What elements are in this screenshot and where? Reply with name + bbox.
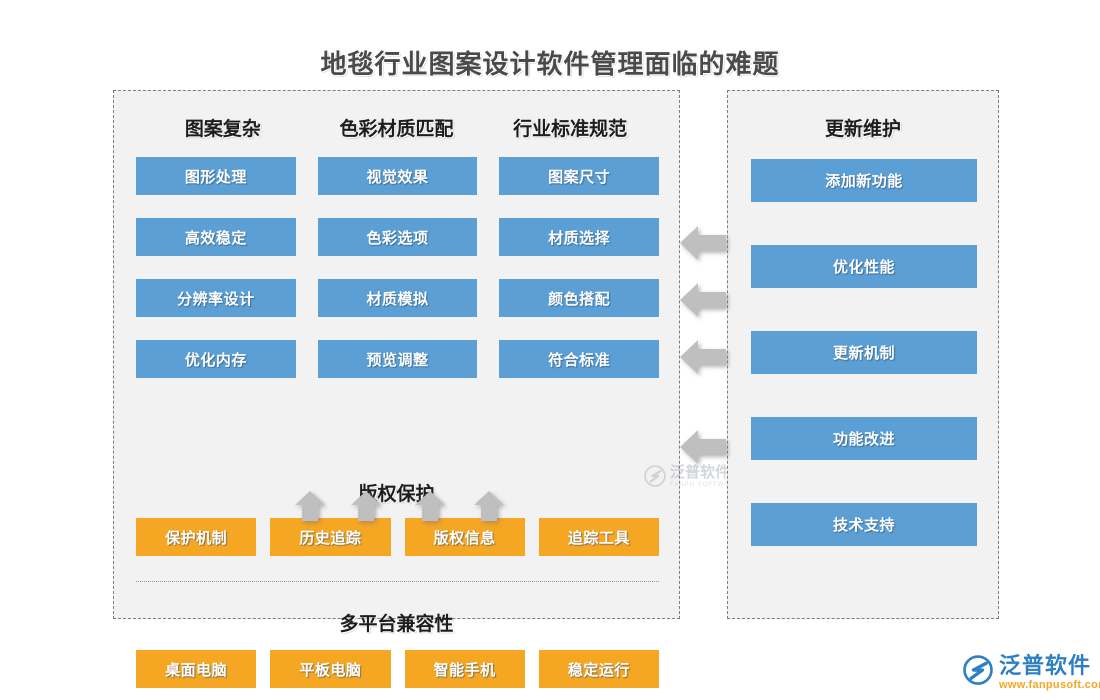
maintenance-item[interactable]: 技术支持: [751, 503, 977, 546]
grid-cell[interactable]: 色彩选项: [317, 218, 478, 256]
grid-row: 高效稳定 色彩选项 材质选择: [136, 218, 660, 256]
platform-item[interactable]: 智能手机: [404, 650, 525, 688]
maintenance-item[interactable]: 更新机制: [751, 331, 977, 374]
maintenance-item[interactable]: 功能改进: [751, 417, 977, 460]
arrow-up-icon: [294, 491, 326, 521]
arrow-left-icon: [680, 428, 726, 466]
grid-cell[interactable]: 图形处理: [136, 157, 296, 195]
arrow-up-icon: [414, 491, 446, 521]
platform-item[interactable]: 平板电脑: [270, 650, 391, 688]
right-panel: 更新维护 添加新功能 优化性能 更新机制 功能改进 技术支持: [727, 90, 999, 619]
brand-url: www.fanpusoft.com: [999, 679, 1100, 691]
arrow-up-icon: [473, 491, 505, 521]
column-header-color-material-match: 色彩材质匹配: [339, 119, 454, 140]
arrow-left-icon: [680, 281, 726, 319]
column-header-industry-standard: 行业标准规范: [513, 119, 628, 140]
maintenance-list: 添加新功能 优化性能 更新机制 功能改进 技术支持: [751, 159, 977, 589]
grid-cell[interactable]: 材质模拟: [317, 279, 478, 317]
copyright-section-title: 版权保护: [358, 484, 435, 505]
grid-row: 优化内存 预览调整 符合标准: [136, 340, 660, 378]
grid-cell[interactable]: 优化内存: [136, 340, 296, 378]
copyright-item[interactable]: 历史追踪: [270, 518, 391, 556]
copyright-item[interactable]: 版权信息: [404, 518, 525, 556]
grid-cell[interactable]: 预览调整: [317, 340, 478, 378]
grid-row: 图形处理 视觉效果 图案尺寸: [136, 157, 660, 195]
grid-cell[interactable]: 分辨率设计: [136, 279, 296, 317]
right-panel-title: 更新维护: [824, 119, 901, 140]
grid-cell[interactable]: 图案尺寸: [499, 157, 660, 195]
grid-cell[interactable]: 材质选择: [499, 218, 660, 256]
page-title: 地毯行业图案设计软件管理面临的难题: [320, 49, 780, 79]
copyright-item[interactable]: 保护机制: [136, 518, 257, 556]
fanpu-swoosh-logo-icon: [963, 655, 993, 685]
brand-name: 泛普软件: [999, 653, 1092, 678]
grid-cell[interactable]: 高效稳定: [136, 218, 296, 256]
brand-logo: 泛普软件 www.fanpusoft.com: [963, 655, 1100, 691]
platform-items-row: 桌面电脑 平板电脑 智能手机 稳定运行: [136, 650, 659, 688]
platform-item[interactable]: 稳定运行: [538, 650, 659, 688]
left-panel: 图案复杂 色彩材质匹配 行业标准规范 图形处理 视觉效果 图案尺寸 高效稳定 色…: [113, 90, 738, 688]
column-header-pattern-complexity: 图案复杂: [184, 119, 261, 140]
section-divider: [136, 581, 659, 582]
arrow-left-icon: [680, 338, 726, 376]
arrow-up-icon: [350, 491, 382, 521]
column-headers: 图案复杂 色彩材质匹配 行业标准规范: [114, 114, 679, 141]
maintenance-item[interactable]: 添加新功能: [751, 159, 977, 202]
platform-item[interactable]: 桌面电脑: [136, 650, 257, 688]
grid-cell[interactable]: 视觉效果: [317, 157, 478, 195]
copyright-item[interactable]: 追踪工具: [538, 518, 659, 556]
arrow-left-icon: [680, 224, 726, 262]
capability-grid: 图形处理 视觉效果 图案尺寸 高效稳定 色彩选项 材质选择 分辨率设计 材质模拟…: [136, 157, 660, 401]
grid-cell[interactable]: 颜色搭配: [499, 279, 660, 317]
maintenance-item[interactable]: 优化性能: [751, 245, 977, 288]
platform-section-title: 多平台兼容性: [339, 614, 454, 635]
copyright-items-row: 保护机制 历史追踪 版权信息 追踪工具: [136, 518, 659, 556]
grid-cell[interactable]: 符合标准: [499, 340, 660, 378]
grid-row: 分辨率设计 材质模拟 颜色搭配: [136, 279, 660, 317]
